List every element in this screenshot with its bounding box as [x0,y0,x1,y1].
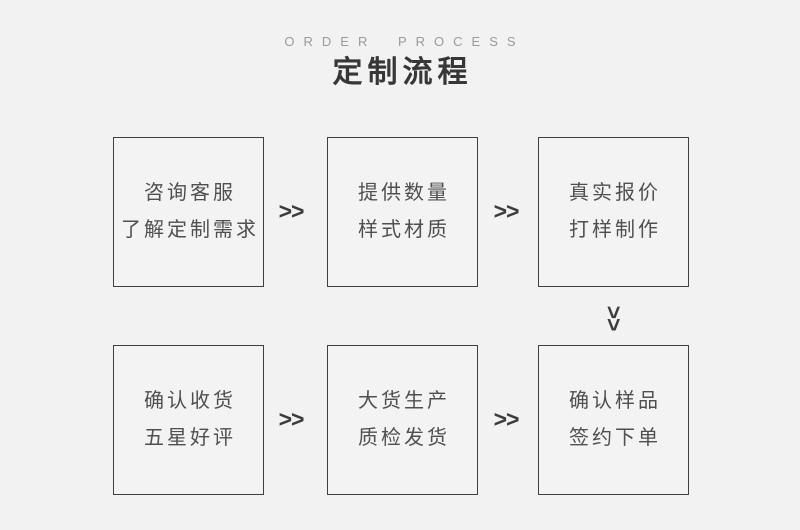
step-box-quote: 真实报价 打样制作 [538,137,689,287]
step-line: 大货生产 [358,390,450,412]
step-box-receipt: 确认收货 五星好评 [113,345,264,495]
step-line: 提供数量 [358,182,450,204]
arrow-right-icon: >> [278,406,305,432]
step-line: 打样制作 [569,219,661,241]
page-title: 定制流程 [332,56,473,89]
step-line: 确认收货 [144,390,236,412]
step-line: 质检发货 [358,427,450,449]
step-box-production: 大货生产 质检发货 [327,345,478,495]
process-eyebrow: ORDER PROCESS [284,34,525,49]
arrow-right-icon: >> [278,198,305,224]
step-box-quantity: 提供数量 样式材质 [327,137,478,287]
step-line: 样式材质 [358,219,450,241]
step-box-sample: 确认样品 签约下单 [538,345,689,495]
arrow-down-icon: >> [601,305,627,331]
step-line: 了解定制需求 [121,219,259,241]
step-line: 真实报价 [569,182,661,204]
arrow-right-icon: >> [493,406,520,432]
step-line: 确认样品 [569,390,661,412]
step-line: 签约下单 [569,427,661,449]
step-line: 咨询客服 [144,182,236,204]
arrow-right-icon: >> [493,198,520,224]
step-box-consult: 咨询客服 了解定制需求 [113,137,264,287]
step-line: 五星好评 [144,427,236,449]
